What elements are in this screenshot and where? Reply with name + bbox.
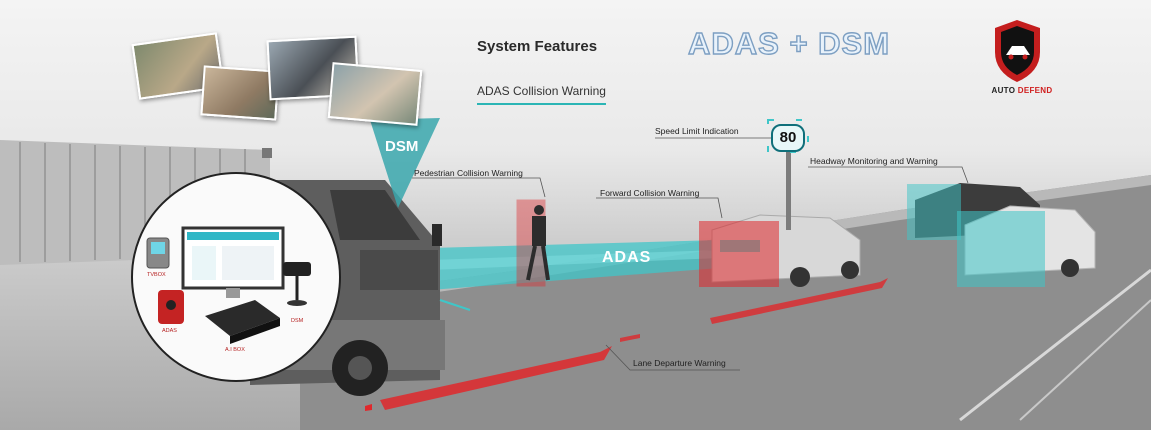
brand-name: AUTO DEFEND bbox=[982, 86, 1062, 95]
headway-monitoring-label: Headway Monitoring and Warning bbox=[810, 156, 938, 166]
system-features-heading: System Features bbox=[477, 38, 598, 55]
forward-collision-label: Forward Collision Warning bbox=[600, 188, 700, 198]
lane-departure-label: Lane Departure Warning bbox=[633, 358, 726, 368]
page-title: ADAS + DSM bbox=[687, 25, 891, 61]
ai-box-label: A.I BOX bbox=[225, 347, 245, 353]
adas-device-label: ADAS bbox=[162, 328, 177, 334]
photo-driver-smoking bbox=[327, 62, 423, 126]
adas-collision-warning-heading: ADAS Collision Warning bbox=[477, 84, 606, 105]
auto-defend-logo-icon bbox=[995, 20, 1040, 82]
pedestrian-collision-label: Pedestrian Collision Warning bbox=[414, 168, 523, 178]
dsm-device-label: DSM bbox=[291, 318, 304, 324]
dsm-label: DSM bbox=[385, 138, 419, 155]
speed-limit-indication-label: Speed Limit Indication bbox=[655, 126, 739, 136]
adas-label: ADAS bbox=[602, 249, 652, 266]
brand-name-part1: AUTO bbox=[991, 86, 1018, 95]
speed-limit-sign: 80 bbox=[771, 124, 805, 152]
tvbox-label: TVBOX bbox=[147, 272, 166, 278]
brand-name-part2: DEFEND bbox=[1017, 86, 1053, 95]
